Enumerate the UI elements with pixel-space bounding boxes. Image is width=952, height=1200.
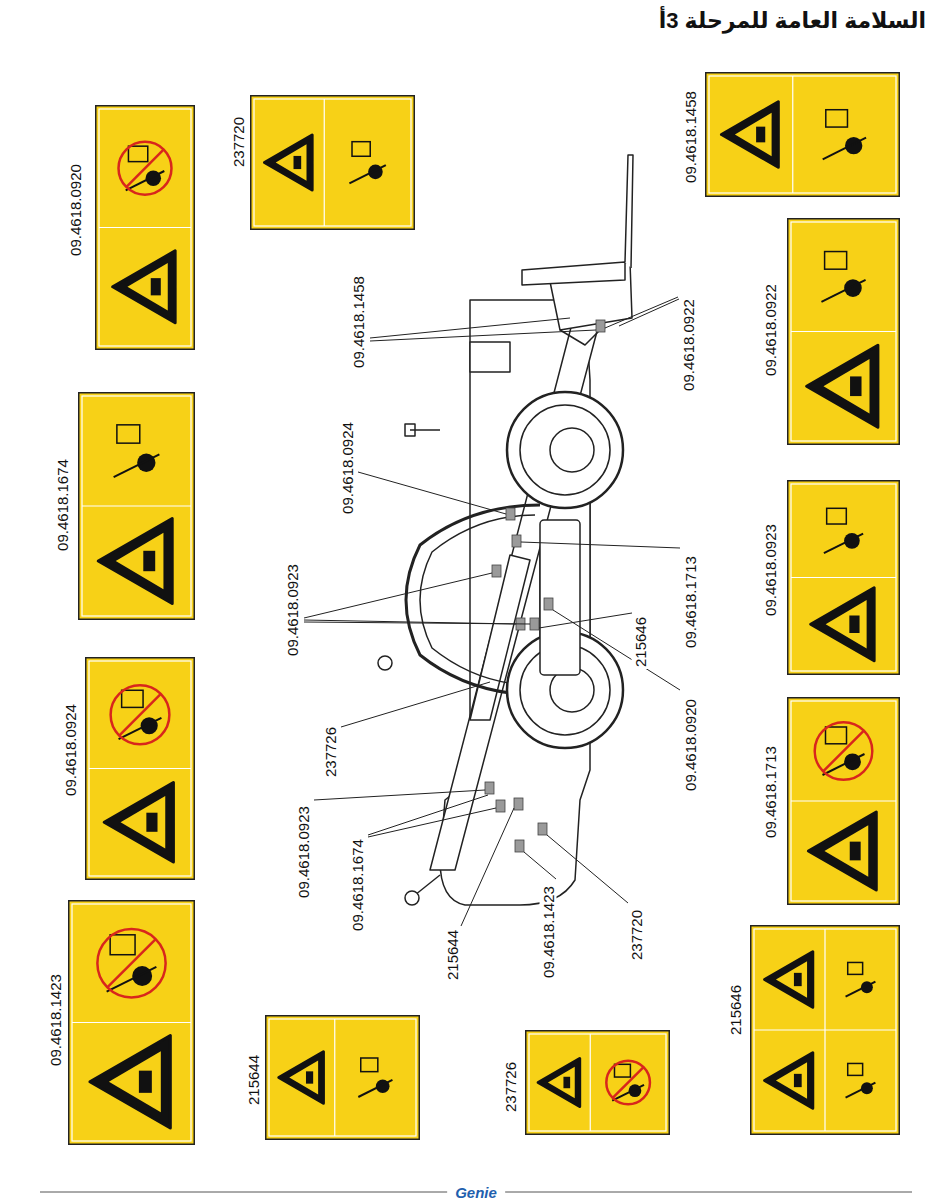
callout-number: 237720	[628, 908, 645, 962]
callout-number: 09.4618.0922	[680, 297, 697, 393]
decal-number: 09.4618.0923	[762, 522, 779, 618]
decal-artwork	[525, 1030, 670, 1135]
decal-artwork	[787, 218, 900, 445]
decal-number: 237726	[502, 1060, 519, 1114]
decal-artwork	[787, 480, 900, 675]
warning-decal: 215644	[265, 1015, 420, 1140]
fork-heel	[522, 262, 625, 285]
warning-decal: 09.4618.0924	[85, 657, 195, 880]
decal-number: 215646	[727, 983, 744, 1037]
warning-decal: 09.4618.1713	[787, 697, 900, 905]
decal-number: 09.4618.1423	[47, 972, 64, 1068]
decal-artwork	[85, 657, 195, 880]
warning-decal: 09.4618.1674	[78, 392, 195, 620]
decal-number: 09.4618.1458	[682, 89, 699, 185]
fork-tine	[625, 155, 633, 268]
decal-number: 09.4618.0924	[62, 702, 79, 798]
front-wheel	[507, 392, 623, 508]
callout-number: 09.4618.1458	[350, 274, 367, 370]
lamp	[378, 656, 392, 670]
decal-artwork	[265, 1015, 420, 1140]
warning-decal: 09.4618.0923	[787, 480, 900, 675]
page-title: السلامة العامة للمرحلة 3أ	[659, 8, 926, 34]
rear-mirror	[405, 891, 419, 905]
callout-number: 09.4618.1423	[540, 884, 557, 980]
front-wheel-rim	[520, 405, 610, 495]
decal-artwork	[787, 697, 900, 905]
warning-decal: 215646	[750, 925, 900, 1135]
decal-number: 09.4618.0922	[762, 282, 779, 378]
callout-number: 237726	[322, 725, 339, 779]
warning-decal: 237726	[525, 1030, 670, 1135]
warning-decal: 09.4618.0922	[787, 218, 900, 445]
decal-number: 09.4618.0920	[67, 162, 84, 258]
tilt-link	[560, 330, 600, 345]
callout-number: 09.4618.0923	[295, 804, 312, 900]
callout-number: 215644	[444, 928, 461, 982]
decal-artwork	[68, 900, 195, 1145]
warning-decal: 09.4618.1423	[68, 900, 195, 1145]
decal-artwork	[95, 105, 195, 350]
callout-number: 09.4618.0924	[339, 420, 356, 516]
warning-decal: 09.4618.0920	[95, 105, 195, 350]
decal-artwork	[250, 95, 415, 230]
callout-number: 09.4618.1713	[682, 554, 699, 650]
rear-mirror-arm	[415, 875, 440, 895]
brand-logo: Genie	[447, 1184, 505, 1200]
callout-number: 215646	[632, 615, 649, 669]
mirror	[405, 424, 440, 436]
decal-number: 237720	[230, 115, 247, 169]
decal-artwork	[705, 72, 900, 197]
warning-decal: 237720	[250, 95, 415, 230]
front-hub	[550, 428, 594, 472]
boom-head-box	[470, 342, 510, 372]
warning-decal: 09.4618.1458	[705, 72, 900, 197]
decal-artwork	[750, 925, 900, 1135]
callout-number: 09.4618.0923	[284, 562, 301, 658]
callout-number: 09.4618.0920	[682, 697, 699, 793]
callout-number: 09.4618.1674	[349, 837, 366, 933]
decal-artwork	[78, 392, 195, 620]
decal-number: 09.4618.1674	[54, 457, 71, 553]
decal-number: 215644	[245, 1053, 262, 1107]
decal-number: 09.4618.1713	[762, 744, 779, 840]
